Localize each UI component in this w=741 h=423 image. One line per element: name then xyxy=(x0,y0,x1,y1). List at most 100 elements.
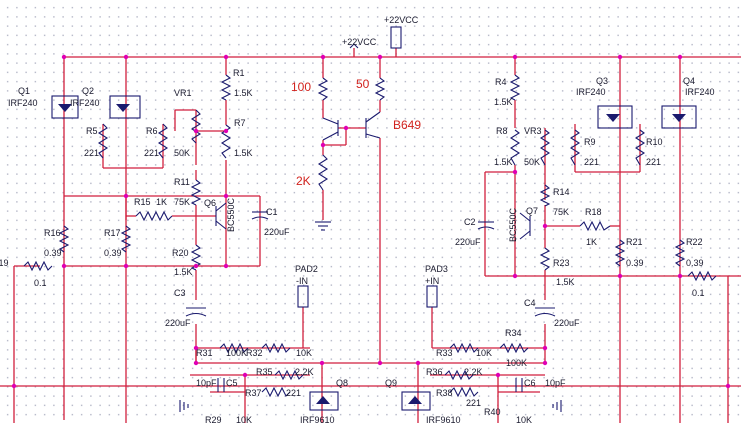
r18-value: 1K xyxy=(586,237,597,247)
q9-part: IRF9610 xyxy=(426,415,461,423)
q3-ref: Q3 xyxy=(596,76,608,86)
annotation-50: 50 xyxy=(356,77,370,91)
vcc-label-top: +22VCC xyxy=(384,15,419,25)
q2-ref: Q2 xyxy=(82,86,94,96)
r17-value: 0.39 xyxy=(104,248,122,258)
r20-value: 1.5K xyxy=(174,267,193,277)
junction-dots xyxy=(11,54,731,389)
r29-value: 10K xyxy=(236,415,252,423)
r6-ref: R6 xyxy=(146,126,158,136)
c3-value: 220uF xyxy=(165,318,191,328)
r34-ref: R34 xyxy=(505,328,522,338)
r40-value: 10K xyxy=(516,415,532,423)
r32-ref: R32 xyxy=(246,348,263,358)
r9-value: 221 xyxy=(584,157,599,167)
annotation-2k: 2K xyxy=(296,174,311,188)
r35-ref: R35 xyxy=(256,367,273,377)
r4-value: 1.5K xyxy=(494,97,513,107)
r14-value: 75K xyxy=(553,207,569,217)
pad3-ref: PAD3 xyxy=(425,264,448,274)
vr1-value: 50K xyxy=(174,148,190,158)
q7-ref: Q7 xyxy=(526,206,538,216)
pad3-net: +IN xyxy=(425,276,439,286)
r35-value: 2.2K xyxy=(295,367,314,377)
r-extra-value: 0.1 xyxy=(692,288,705,298)
annotation-100: 100 xyxy=(291,80,311,94)
pads-and-supplies xyxy=(179,26,562,412)
c1-value: 220uF xyxy=(264,227,290,237)
wire-net xyxy=(0,48,741,423)
r10-ref: R10 xyxy=(646,137,663,147)
r29-ref: R29 xyxy=(205,415,222,423)
r23-value: 1.5K xyxy=(556,277,575,287)
c1-ref: C1 xyxy=(266,207,278,217)
r31-value: 100K xyxy=(226,348,247,358)
r37-value: 221 xyxy=(286,388,301,398)
r7-value: 1.5K xyxy=(234,148,253,158)
r23-ref: R23 xyxy=(553,258,570,268)
r9-ref: R9 xyxy=(584,137,596,147)
vcc-label-bias: +22VCC xyxy=(342,37,377,47)
c2-ref: C2 xyxy=(464,217,476,227)
c2-value: 220uF xyxy=(455,237,481,247)
q1-part: IRF240 xyxy=(8,98,38,108)
r16-ref: R16 xyxy=(44,228,61,238)
c4-ref: C4 xyxy=(524,298,536,308)
transistor-symbols xyxy=(51,95,697,411)
r36-value: 2.2K xyxy=(464,367,483,377)
r11-ref: R11 xyxy=(174,177,190,187)
r40-ref: R40 xyxy=(484,407,501,417)
c4-value: 220uF xyxy=(554,318,580,328)
r21-value: 0.39 xyxy=(626,258,644,268)
q9-ref: Q9 xyxy=(385,378,397,388)
q4-ref: Q4 xyxy=(683,76,695,86)
r14-ref: R14 xyxy=(553,187,570,197)
pad2-net: -IN xyxy=(296,276,308,286)
c5-value: 10pF xyxy=(196,378,217,388)
r33-value: 10K xyxy=(476,348,492,358)
capacitor-symbols xyxy=(185,211,556,392)
resistor-symbols xyxy=(23,74,717,398)
q6-part: BC550C xyxy=(226,197,236,232)
r18-ref: R18 xyxy=(585,207,602,217)
q2-part: IRF240 xyxy=(70,98,100,108)
pad2-ref: PAD2 xyxy=(295,264,318,274)
c5-ref: C5 xyxy=(226,378,238,388)
r1-value: 1.5K xyxy=(234,88,253,98)
r6-value: 221 xyxy=(144,148,159,158)
r34-value: 100K xyxy=(506,358,527,368)
r22-value: 0.39 xyxy=(686,258,704,268)
r21-ref: R21 xyxy=(626,237,643,247)
r31-ref: R31 xyxy=(196,348,213,358)
q4-part: IRF240 xyxy=(685,87,715,97)
r36-ref: R36 xyxy=(426,367,443,377)
r5-ref: R5 xyxy=(86,126,98,136)
r32-value: 10K xyxy=(296,348,312,358)
c3-ref: C3 xyxy=(174,288,186,298)
r19-ref: R19 xyxy=(0,258,9,268)
r38-ref: R38 xyxy=(436,388,453,398)
r15-ref: R15 xyxy=(134,197,151,207)
r1-ref: R1 xyxy=(233,68,245,78)
r37-ref: R37 xyxy=(245,388,262,398)
q1-ref: Q1 xyxy=(18,86,30,96)
q3-part: IRF240 xyxy=(576,87,606,97)
r11-value: 75K xyxy=(174,197,190,207)
q8-ref: Q8 xyxy=(336,378,348,388)
r20-ref: R20 xyxy=(172,248,189,258)
r5-value: 221 xyxy=(84,148,99,158)
r7-ref: R7 xyxy=(234,118,246,128)
r8-ref: R8 xyxy=(496,126,508,136)
annotation-b649: B649 xyxy=(393,118,421,132)
r33-ref: R33 xyxy=(436,348,453,358)
r38-value: 221 xyxy=(466,398,481,408)
c6-value: 10pF xyxy=(545,378,566,388)
r10-value: 221 xyxy=(646,157,661,167)
vr3-value: 50K xyxy=(524,157,540,167)
vr3-ref: VR3 xyxy=(524,126,542,136)
r8-value: 1.5K xyxy=(494,157,513,167)
vr1-ref: VR1 xyxy=(174,88,192,98)
r16-value: 0.39 xyxy=(44,248,62,258)
r4-ref: R4 xyxy=(495,77,507,87)
